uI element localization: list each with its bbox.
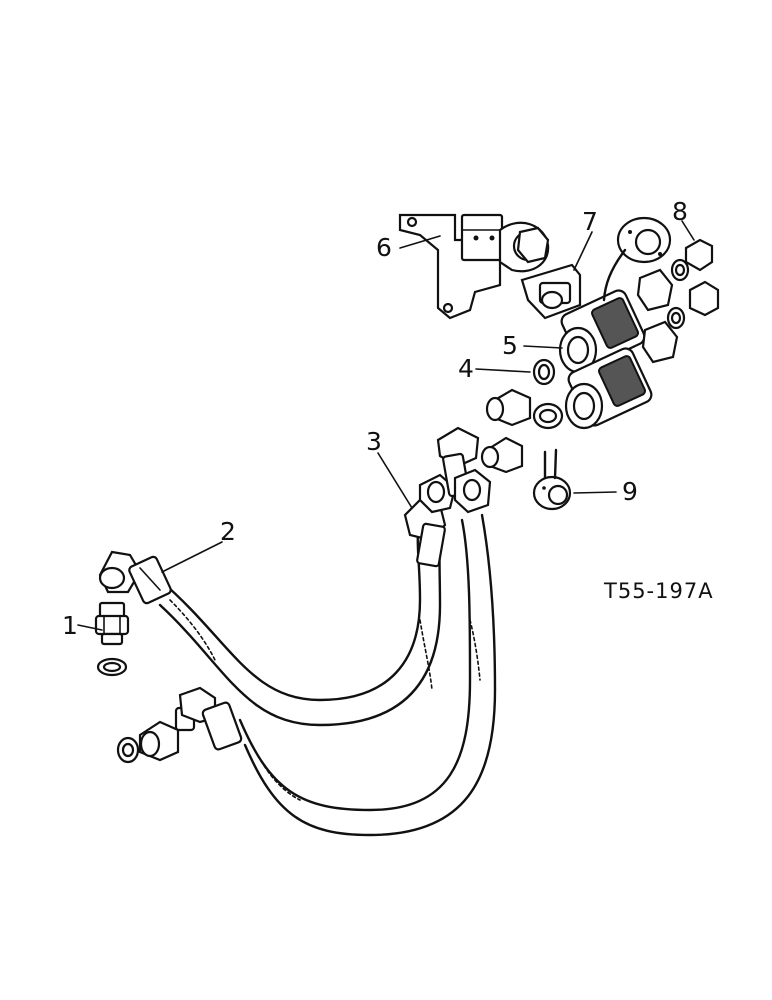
callout-8: 8 (672, 197, 688, 226)
callout-4: 4 (458, 354, 474, 383)
quick-coupler-item-5 (558, 268, 679, 430)
hose-upper (158, 518, 444, 727)
callout-5: 5 (502, 331, 518, 360)
clamp-item-7 (520, 263, 582, 320)
mounting-bracket-item-6 (398, 213, 550, 320)
dust-cap-upper (602, 216, 672, 302)
adapter-pair (480, 388, 532, 474)
adapter-fitting-item-1 (94, 601, 130, 677)
hose-end-elbow-item-2 (98, 550, 172, 605)
lower-fittings-group (116, 686, 243, 764)
callout-9: 9 (622, 477, 638, 506)
o-ring-item-4 (532, 358, 564, 430)
figure-reference: T55-197A (603, 579, 714, 603)
dust-cap-item-9 (532, 448, 572, 511)
callout-2: 2 (220, 517, 236, 546)
hose-end-item-3 (403, 426, 492, 568)
leader-lines (77, 220, 695, 631)
callout-3: 3 (366, 427, 382, 456)
callout-1: 1 (62, 611, 78, 640)
callout-7: 7 (582, 207, 598, 236)
hose-lower (238, 513, 497, 837)
callout-6: 6 (376, 233, 392, 262)
callout-labels: 1 2 3 4 5 6 7 8 9 (62, 197, 688, 640)
plug-item-8 (666, 238, 720, 330)
